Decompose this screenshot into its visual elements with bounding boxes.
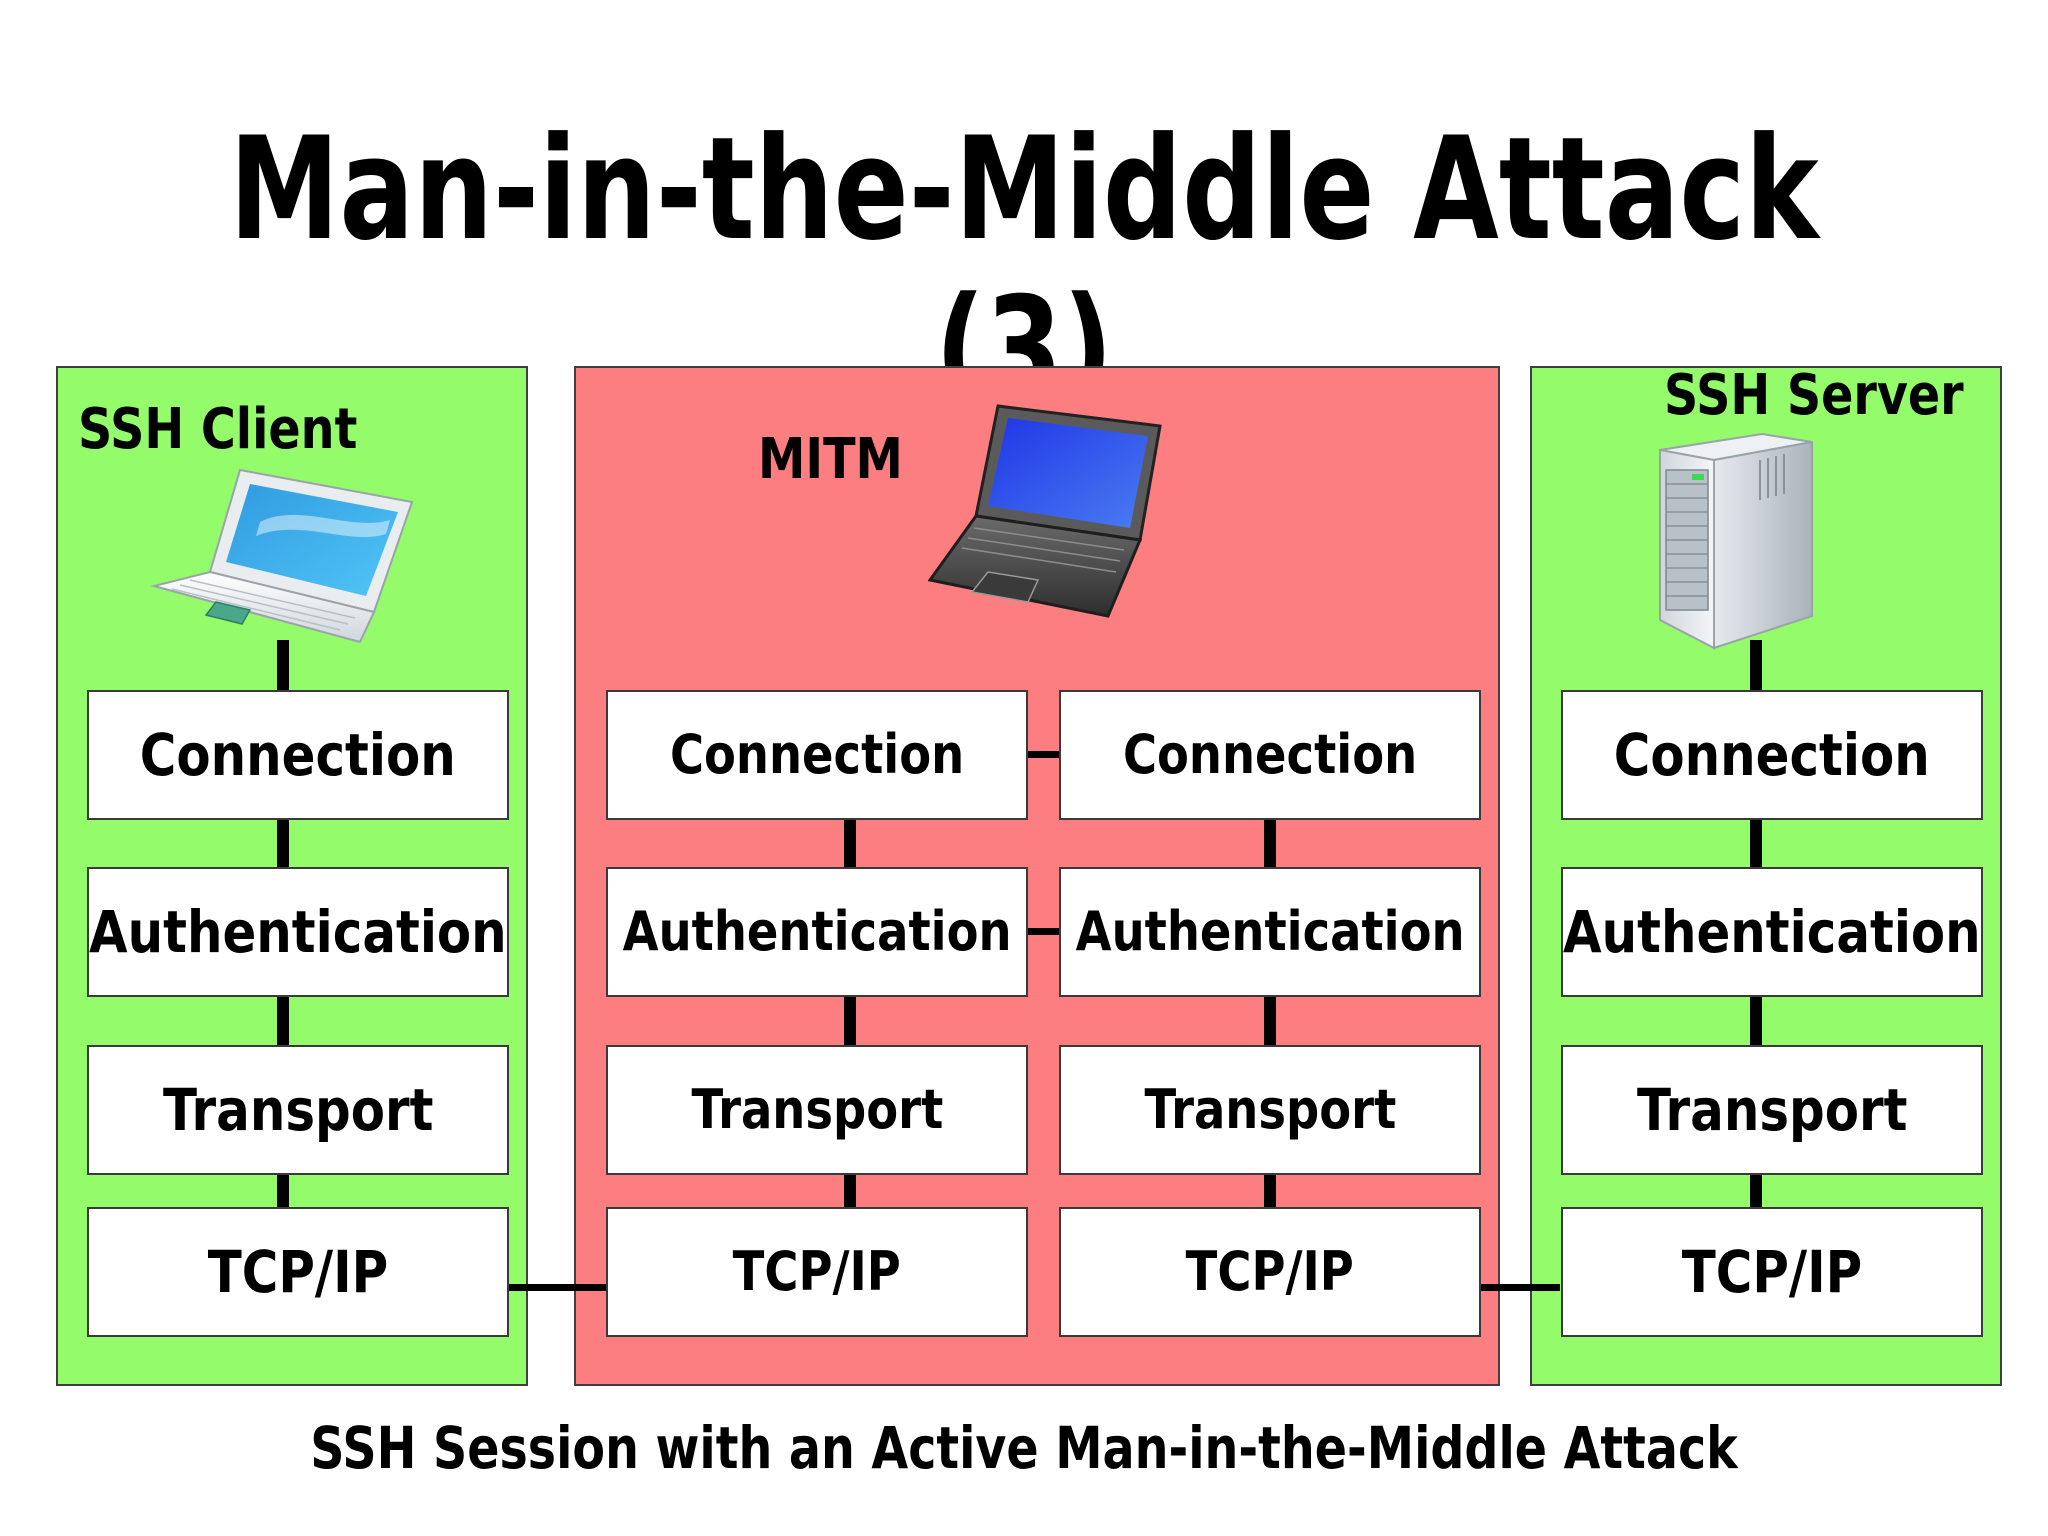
server-icon-connector xyxy=(1750,640,1762,690)
mitm-left-authentication-layer: Authentication xyxy=(606,867,1028,997)
mitm-label: MITM xyxy=(758,427,903,492)
slide-title: Man-in-the-Middle Attack (3) xyxy=(229,107,1819,432)
mitm-connection-bridge xyxy=(1025,751,1060,758)
diagram-caption: SSH Session with an Active Man-in-the-Mi… xyxy=(310,1414,1738,1482)
mitm-right-transport-layer: Transport xyxy=(1059,1045,1481,1175)
server-authentication-layer: Authentication xyxy=(1561,867,1983,997)
mitm-authentication-bridge xyxy=(1025,928,1060,935)
mitm-to-server-tcp-link xyxy=(1475,1284,1560,1291)
client-tcpip-layer: TCP/IP xyxy=(87,1207,509,1337)
ssh-server-label: SSH Server xyxy=(1664,363,1964,428)
server-connection-layer: Connection xyxy=(1561,690,1983,820)
mitm-right-connection-layer: Connection xyxy=(1059,690,1481,820)
mitm-right-authentication-layer: Authentication xyxy=(1059,867,1481,997)
mitm-left-transport-layer: Transport xyxy=(606,1045,1028,1175)
laptop-icon xyxy=(150,468,414,644)
client-connection-layer: Connection xyxy=(87,690,509,820)
client-icon-connector xyxy=(277,640,289,690)
client-authentication-layer: Authentication xyxy=(87,867,509,997)
client-transport-layer: Transport xyxy=(87,1045,509,1175)
server-transport-layer: Transport xyxy=(1561,1045,1983,1175)
dark-laptop-icon xyxy=(928,404,1162,618)
client-to-mitm-tcp-link xyxy=(493,1284,607,1291)
server-tower-icon xyxy=(1659,432,1813,650)
server-tcpip-layer: TCP/IP xyxy=(1561,1207,1983,1337)
mitm-left-tcpip-layer: TCP/IP xyxy=(606,1207,1028,1337)
mitm-right-tcpip-layer: TCP/IP xyxy=(1059,1207,1481,1337)
ssh-client-label: SSH Client xyxy=(78,397,358,462)
mitm-left-connection-layer: Connection xyxy=(606,690,1028,820)
